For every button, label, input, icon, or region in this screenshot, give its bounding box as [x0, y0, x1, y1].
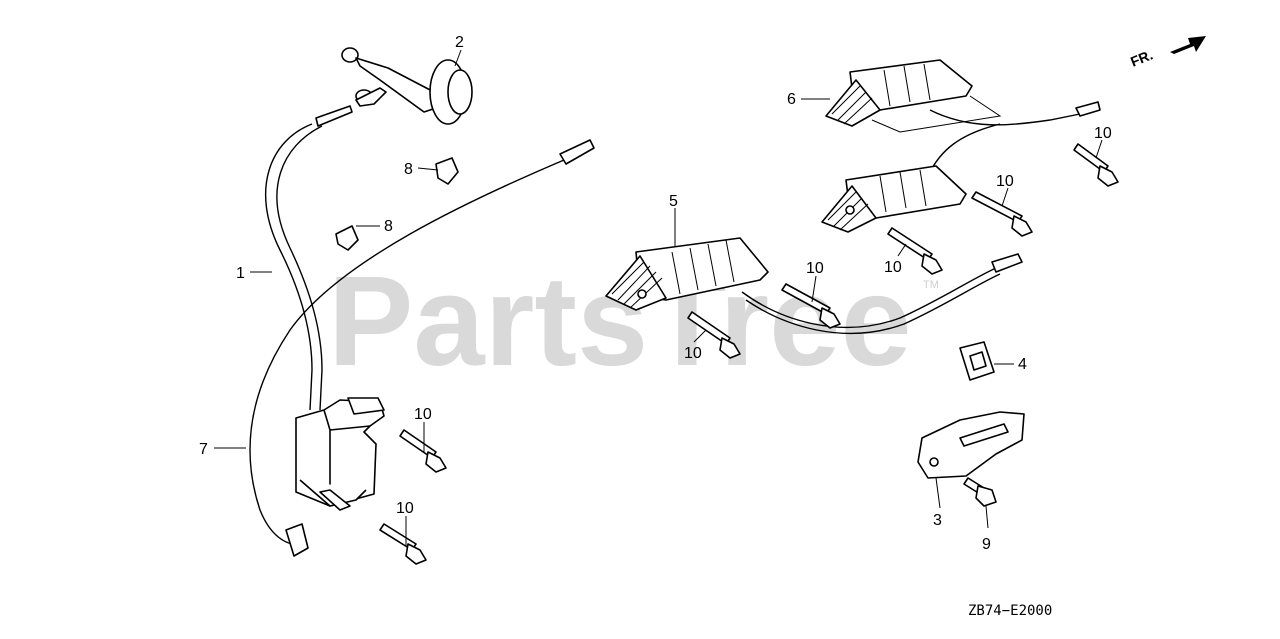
- callout-7: 7: [199, 441, 246, 458]
- callout-8-lower-number: 8: [384, 218, 393, 235]
- front-direction-label: FR.: [1128, 46, 1155, 69]
- front-direction-arrow-icon: [1170, 36, 1206, 54]
- bolt-10-b: [379, 523, 427, 565]
- front-direction-indicator: FR.: [1128, 36, 1206, 70]
- callout-6-number: 6: [787, 91, 796, 108]
- callout-5-number: 5: [669, 193, 678, 210]
- callout-10-c: 10: [684, 329, 707, 362]
- callout-10-a-number: 10: [414, 406, 432, 423]
- bolt-10-g: [1073, 143, 1119, 187]
- callout-8-upper-number: 8: [404, 161, 413, 178]
- callout-10-b-number: 10: [396, 500, 414, 517]
- callout-3: 3: [933, 477, 942, 529]
- callout-4: 4: [994, 356, 1027, 373]
- bolt-10-e: [887, 227, 943, 275]
- lighting-coil-lower: [821, 165, 967, 233]
- clip-nut: [959, 341, 995, 381]
- high-tension-cord: [264, 105, 353, 411]
- callout-2: 2: [454, 34, 464, 67]
- stop-wire: [249, 139, 595, 557]
- callout-3-number: 3: [933, 512, 942, 529]
- callout-10-a: 10: [414, 406, 432, 452]
- callout-6: 6: [787, 91, 830, 108]
- ignition-coil: [295, 397, 385, 511]
- callout-9: 9: [982, 505, 991, 553]
- callout-10-e-number: 10: [884, 259, 902, 276]
- bolt-10-c: [687, 311, 741, 359]
- bolt-9: [963, 477, 997, 507]
- bolt-10-d: [781, 283, 841, 329]
- watermark-trademark: TM: [923, 279, 939, 291]
- callout-10-f-number: 10: [996, 173, 1014, 190]
- callout-10-f: 10: [996, 173, 1014, 207]
- callout-9-number: 9: [982, 536, 991, 553]
- callout-10-g: 10: [1094, 125, 1112, 159]
- cord-clamp-upper: [435, 157, 459, 185]
- mounting-bracket: [917, 411, 1025, 479]
- callout-10-g-number: 10: [1094, 125, 1112, 142]
- bolt-10-f: [971, 191, 1033, 237]
- callout-4-number: 4: [1018, 356, 1027, 373]
- callout-10-d: 10: [806, 260, 824, 303]
- callout-8-lower: 8: [356, 218, 393, 235]
- callout-10-d-number: 10: [806, 260, 824, 277]
- callout-7-number: 7: [199, 441, 208, 458]
- callout-10-b: 10: [396, 500, 414, 546]
- callout-5: 5: [669, 193, 678, 246]
- callout-10-c-number: 10: [684, 345, 702, 362]
- callout-2-number: 2: [455, 34, 464, 51]
- callout-1-number: 1: [236, 265, 245, 282]
- watermark-text: PartsTree: [328, 250, 912, 393]
- spark-plug-cap: [341, 47, 473, 125]
- bolt-10-a: [399, 429, 447, 473]
- callout-1: 1: [236, 265, 272, 282]
- lighting-coil: [825, 59, 1101, 177]
- cord-clamp-lower: [335, 225, 359, 251]
- callout-8-upper: 8: [404, 161, 439, 178]
- charge-coil: [605, 237, 1023, 335]
- diagram-code: ZB74−E2000: [968, 603, 1052, 619]
- callout-10-e: 10: [884, 243, 907, 276]
